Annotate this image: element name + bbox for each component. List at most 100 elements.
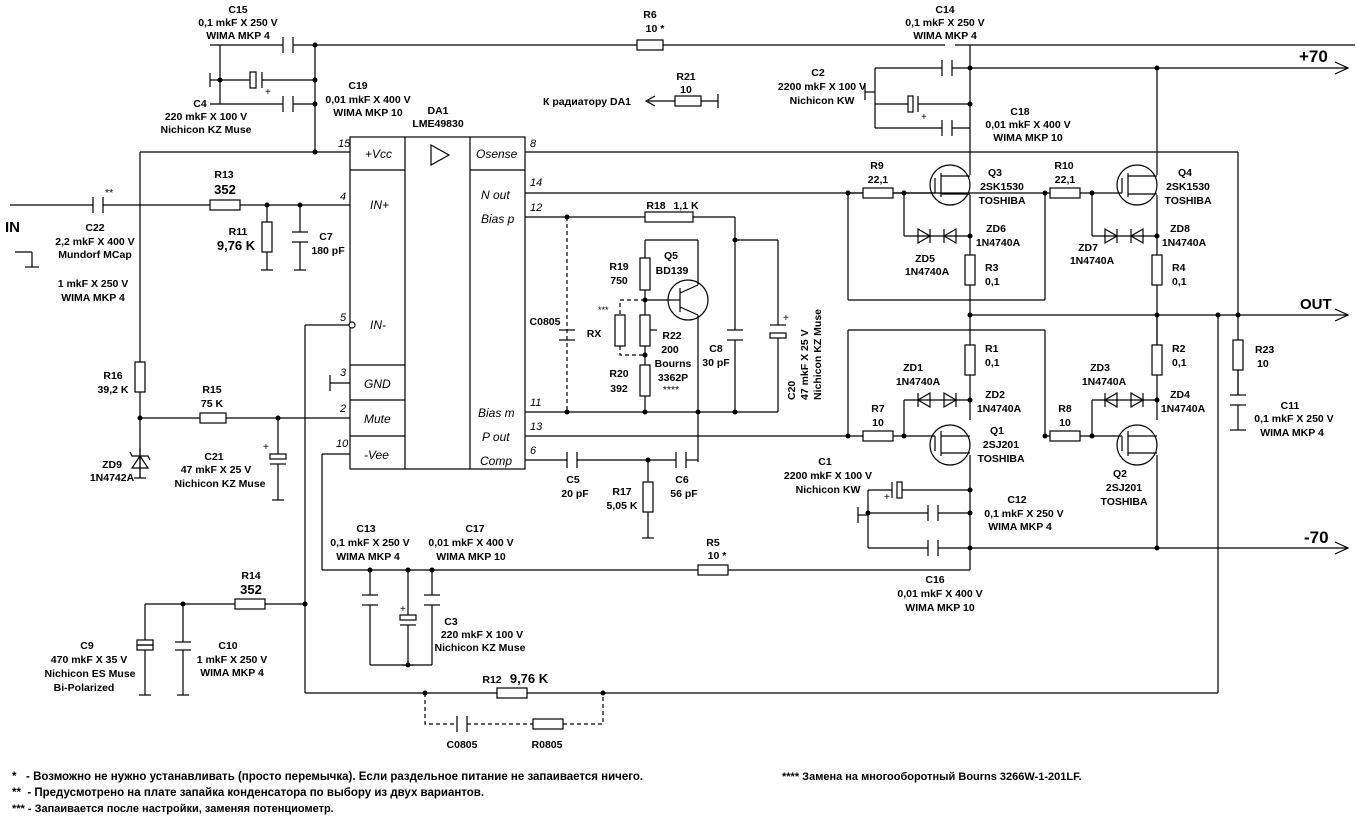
r22-part: 3362P xyxy=(658,372,688,384)
r12-ref: R12 xyxy=(482,674,501,686)
r15-value: 75 K xyxy=(201,398,224,410)
q3-part: 2SK1530 xyxy=(980,181,1024,193)
r10-value: 22,1 xyxy=(1055,174,1076,186)
c6-value: 56 pF xyxy=(670,488,698,500)
r14-value: 352 xyxy=(240,582,262,597)
q1-part: 2SJ201 xyxy=(983,439,1019,451)
c11-ref: C11 xyxy=(1281,400,1300,412)
q4-ref: Q4 xyxy=(1178,167,1192,179)
note-1: * - Возможно не нужно устанавливать (про… xyxy=(12,771,643,783)
r23-body xyxy=(1232,339,1244,371)
zd2-ref: ZD2 xyxy=(985,389,1005,401)
pin-num-8: 8 xyxy=(530,138,537,150)
zd1-value: 1N4740A xyxy=(896,376,941,388)
c22-mark: ** xyxy=(105,187,113,199)
c1-value: 2200 mkF X 100 V xyxy=(784,470,872,482)
c12-type: WIMA MKP 4 xyxy=(988,521,1052,533)
c2-type: Nichicon KW xyxy=(790,95,855,107)
pin-name-pout: P out xyxy=(482,430,510,444)
r7-value: 10 xyxy=(872,417,884,429)
q5-part: BD139 xyxy=(656,265,689,277)
zd5-ref: ZD5 xyxy=(915,253,935,265)
c3-type: Nichicon KZ Muse xyxy=(434,642,525,654)
r12-body xyxy=(496,687,528,699)
r6-value: 10 * xyxy=(646,23,666,35)
pin-name-mute: Mute xyxy=(364,412,391,426)
r22-maker: Bourns xyxy=(655,358,692,370)
zd1-ref: ZD1 xyxy=(903,362,923,374)
c7-ref: C7 xyxy=(319,231,333,243)
c17-type: WIMA MKP 10 xyxy=(436,551,506,563)
amp-triangle-icon xyxy=(430,143,451,167)
r6-ref: R6 xyxy=(643,9,657,21)
c9-value: 470 mkF X 35 V xyxy=(51,654,127,666)
r14-ref: R14 xyxy=(241,570,260,582)
r11-value: 9,76 K xyxy=(217,238,256,253)
q4-maker: TOSHIBA xyxy=(1164,195,1211,207)
c22-ref: C22 xyxy=(85,222,104,234)
ic-da1: DA1 LME49830 +Vcc IN+ IN- GND Mute -Vee … xyxy=(336,105,543,470)
c0805-fb-ref: C0805 xyxy=(447,739,478,751)
r17-value: 5,05 K xyxy=(607,500,638,512)
c9-type: Nichicon ES Muse xyxy=(44,668,135,680)
r11-body xyxy=(261,221,273,253)
r19-body xyxy=(639,257,651,291)
c6-ref: C6 xyxy=(675,474,689,486)
zd4-value: 1N4740A xyxy=(1161,403,1206,415)
pin-name-in-minus: IN- xyxy=(370,318,386,332)
labels: +70 OUT -70 IN C15 0,1 mkF X 250 V WIMA … xyxy=(5,4,1334,751)
c11-type: WIMA MKP 4 xyxy=(1260,427,1324,439)
pin-name-nout: N out xyxy=(481,188,510,202)
r10-body xyxy=(1049,187,1081,199)
q5-ref: Q5 xyxy=(664,250,678,262)
c5-ref: C5 xyxy=(566,474,580,486)
symbols: + + + + + + xyxy=(92,37,1246,732)
c18-type: WIMA MKP 10 xyxy=(993,132,1063,144)
r7-ref: R7 xyxy=(871,403,885,415)
rx-ref: RX xyxy=(587,328,602,340)
c20-ref: C20 xyxy=(786,381,798,400)
r21-ref: R21 xyxy=(676,71,695,83)
r2-body xyxy=(1151,344,1163,376)
svg-text:+: + xyxy=(783,313,789,324)
c22-alt-type: WIMA MKP 4 xyxy=(61,292,125,304)
r14-body xyxy=(234,598,266,610)
q2-ref: Q2 xyxy=(1113,468,1127,480)
r17-ref: R17 xyxy=(612,486,631,498)
c21-ref: C21 xyxy=(204,451,223,463)
svg-text:+: + xyxy=(884,492,890,503)
c12-ref: C12 xyxy=(1007,494,1026,506)
q1-maker: TOSHIBA xyxy=(977,453,1024,465)
c4-type: Nichicon KZ Muse xyxy=(160,124,251,136)
r20-value: 392 xyxy=(610,383,628,395)
r19-value: 750 xyxy=(610,275,628,287)
c3-value: 220 mkF X 100 V xyxy=(441,629,523,641)
pin-name-in-plus: IN+ xyxy=(370,198,389,212)
r20-ref: R20 xyxy=(609,368,628,380)
pin-name-vee: -Vee xyxy=(364,448,389,462)
pin-num-5: 5 xyxy=(340,312,347,324)
c14-ref: C14 xyxy=(935,4,954,16)
c22-alt-value: 1 mkF X 250 V xyxy=(58,278,129,290)
r13-body xyxy=(209,199,241,211)
rx-mark: *** xyxy=(598,305,609,315)
r9-ref: R9 xyxy=(870,160,884,172)
r0805-ref: R0805 xyxy=(532,739,563,751)
pin-num-11: 11 xyxy=(530,397,541,409)
r23-value: 10 xyxy=(1257,358,1269,370)
r23-ref: R23 xyxy=(1255,344,1274,356)
c1-type: Nichicon KW xyxy=(796,484,861,496)
radiator-label: К радиатору DA1 xyxy=(543,96,631,108)
r2-value: 0,1 xyxy=(1172,357,1187,369)
r5-body xyxy=(697,564,729,576)
q5-body xyxy=(667,279,709,321)
pin-num-14: 14 xyxy=(530,177,542,189)
r1-value: 0,1 xyxy=(985,357,1000,369)
c9-note: Bi-Polarized xyxy=(54,682,115,694)
pin-name-osense: Osense xyxy=(476,147,518,161)
zd7-ref: ZD7 xyxy=(1078,242,1098,254)
rail-neg-label: -70 xyxy=(1304,528,1329,547)
c19-ref: C19 xyxy=(348,80,367,92)
pin-name-biasm: Bias m xyxy=(478,406,515,420)
q2-maker: TOSHIBA xyxy=(1100,496,1147,508)
